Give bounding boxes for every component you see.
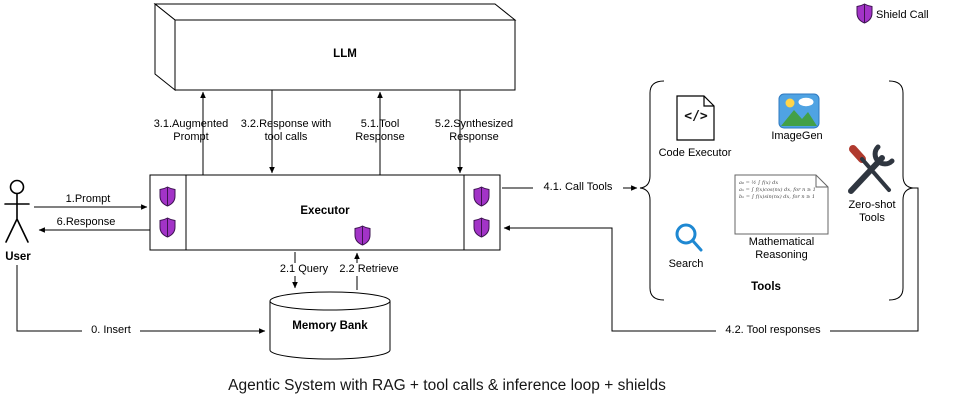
shield-icon <box>473 217 490 238</box>
diagram-title: Agentic System with RAG + tool calls & i… <box>228 377 666 394</box>
tools-group-label: Tools <box>751 281 781 293</box>
math-note-line: bₙ = ∫ f(x)sin(nx) dx, for n ≥ 1 <box>739 194 816 200</box>
legend-shield-icon <box>856 3 873 24</box>
executor-node <box>149 174 501 251</box>
shield-icon <box>473 186 490 207</box>
shield-icon <box>159 217 176 238</box>
edge-label-prompt: 1.Prompt <box>65 193 111 205</box>
user-label: User <box>5 251 31 263</box>
edge-label-response-with-tool-calls: 3.2.Response with tool calls <box>240 118 332 143</box>
imagegen-label: ImageGen <box>771 130 823 142</box>
llm-label: LLM <box>333 48 357 60</box>
shield-icon <box>354 225 371 246</box>
edge-label-augmented-prompt: 3.1.Augmented Prompt <box>153 118 229 143</box>
edge-label-insert: 0. Insert <box>82 324 140 337</box>
arrow-insert <box>16 265 266 334</box>
math-note-line: a₀ = ½ ∫ f(x) dx <box>739 180 779 186</box>
executor-label: Executor <box>300 205 350 217</box>
search-icon <box>675 223 703 252</box>
edge-label-retrieve: 2.2 Retrieve <box>334 263 404 276</box>
memory-bank-node <box>269 291 391 360</box>
edge-label-call-tools: 4.1. Call Tools <box>533 181 623 194</box>
edge-label-query: 2.1 Query <box>276 263 332 276</box>
user-figure <box>4 179 30 243</box>
math-reasoning-label: Mathematical Reasoning <box>748 236 815 261</box>
legend-shield-call-label: Shield Call <box>876 9 929 21</box>
math-reasoning-icon <box>734 174 829 235</box>
code-glyph: </> <box>684 109 708 124</box>
zero-shot-tools-label: Zero-shot Tools <box>848 199 896 224</box>
edge-label-response: 6.Response <box>56 216 116 228</box>
edge-label-synthesized-response: 5.2.Synthesized Response <box>434 118 514 143</box>
llm-node <box>153 2 517 92</box>
math-note-line: aₙ = ∫ f(x)cos(nx) dx, for n ≥ 1 <box>739 187 816 193</box>
shield-icon <box>159 186 176 207</box>
code-executor-icon <box>676 95 715 141</box>
search-label: Search <box>668 258 704 270</box>
code-executor-label: Code Executor <box>658 147 732 159</box>
zero-shot-tools-icon <box>848 144 895 194</box>
imagegen-icon <box>778 93 820 129</box>
math-note-content: a₀ = ½ ∫ f(x) dx aₙ = ∫ f(x)cos(nx) dx, … <box>739 180 825 201</box>
edge-label-tool-response: 5.1.Tool Response <box>355 118 405 143</box>
edge-label-tool-responses: 4.2. Tool responses <box>716 324 830 337</box>
memory-bank-label: Memory Bank <box>292 320 368 332</box>
